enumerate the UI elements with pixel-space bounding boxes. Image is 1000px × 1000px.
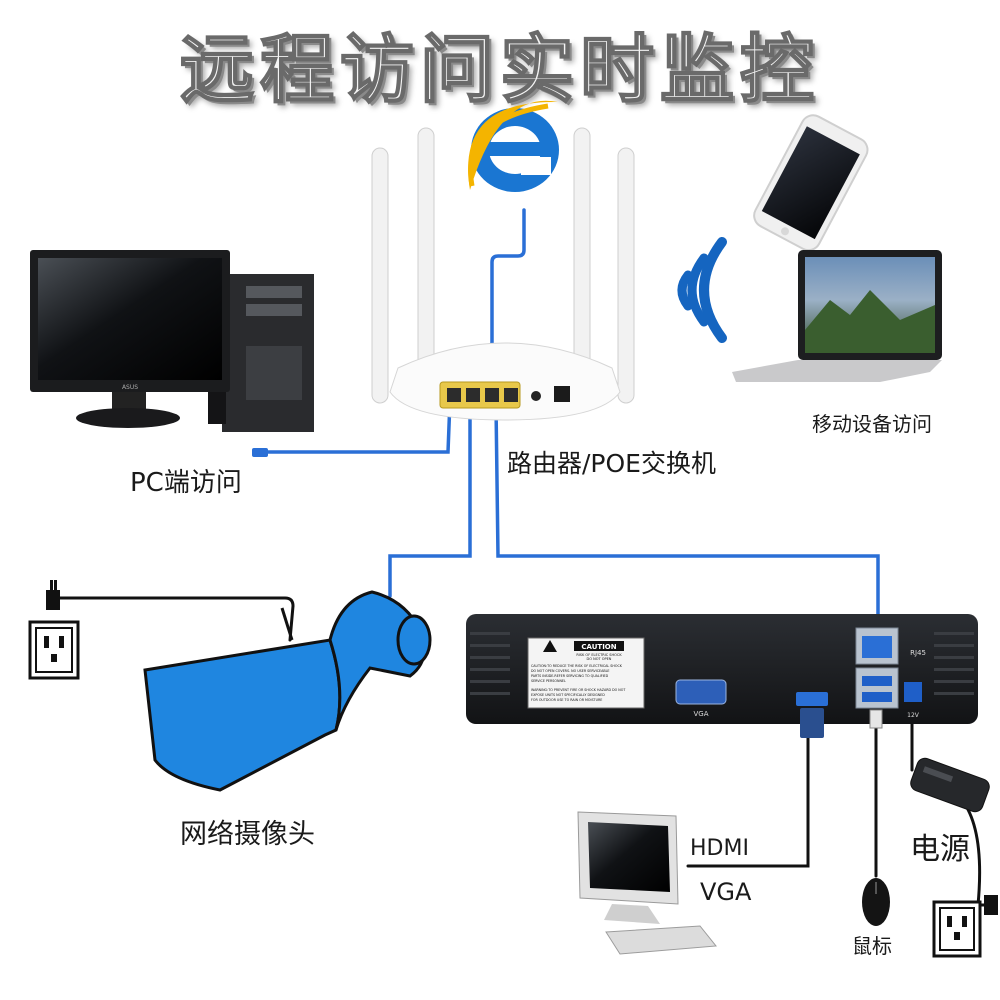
svg-text:CAUTION: CAUTION bbox=[581, 643, 616, 651]
svg-text:CAUTION:TO REDUCE THE RISK OF: CAUTION:TO REDUCE THE RISK OF ELECTRICAL… bbox=[531, 664, 623, 668]
ie-logo-icon bbox=[468, 100, 559, 192]
label-router: 路由器/POE交换机 bbox=[507, 449, 716, 478]
nvr-vga-port bbox=[675, 679, 727, 705]
label-power: 电源 bbox=[910, 832, 970, 867]
mouse-icon bbox=[862, 878, 890, 926]
nvr-dc-port bbox=[904, 682, 922, 702]
svg-text:PARTS INSIDE.REFER SERVICING T: PARTS INSIDE.REFER SERVICING TO QUALIFIE… bbox=[531, 674, 609, 678]
camera-body bbox=[143, 638, 342, 792]
nvr-vga-label: VGA bbox=[693, 710, 708, 718]
svg-text:DO NOT OPEN COVERS. NO USER SE: DO NOT OPEN COVERS. NO USER SERVICEABLE bbox=[531, 669, 610, 673]
cable-pc bbox=[264, 398, 452, 454]
svg-text:FOR OUTDOOR USE TO RAIN OR MOI: FOR OUTDOOR USE TO RAIN OR MOISTURE bbox=[531, 698, 602, 702]
label-mobile-access: 移动设备访问 bbox=[812, 412, 932, 436]
wifi-icon bbox=[677, 237, 727, 343]
power-outlet-nvr bbox=[932, 895, 998, 958]
label-mouse: 鼠标 bbox=[852, 934, 892, 958]
power-adapter bbox=[910, 757, 990, 813]
svg-text:SERVICE PERSONNEL: SERVICE PERSONNEL bbox=[531, 679, 566, 683]
pc-computer: ASUS bbox=[30, 250, 314, 457]
cable-nvr bbox=[494, 403, 880, 622]
cable-internet bbox=[490, 208, 526, 374]
keyboard bbox=[605, 925, 717, 955]
network-camera bbox=[143, 590, 432, 792]
laptop bbox=[732, 250, 942, 382]
monitor-brand: ASUS bbox=[122, 384, 138, 391]
router-antenna-4 bbox=[617, 147, 635, 404]
cable-camera-power bbox=[56, 596, 295, 642]
display-monitor bbox=[577, 811, 717, 955]
nvr-caution-label: CAUTION RISK OF ELECTRIC SHOCK DO NOT OP… bbox=[527, 637, 645, 709]
svg-text:DO NOT OPEN: DO NOT OPEN bbox=[587, 657, 612, 661]
nvr-recorder: CAUTION RISK OF ELECTRIC SHOCK DO NOT OP… bbox=[466, 614, 978, 738]
nvr-rj45-label: RJ45 bbox=[910, 649, 926, 657]
svg-text:EXPOSE UNITS NOT SPECIFICALLY: EXPOSE UNITS NOT SPECIFICALLY DESIGNED bbox=[531, 693, 605, 697]
svg-text:WARNING:TO PREVENT FIRE OR SHO: WARNING:TO PREVENT FIRE OR SHOCK HAZARD … bbox=[531, 688, 626, 692]
cable-vga bbox=[686, 718, 810, 868]
cable-camera bbox=[388, 403, 472, 598]
label-vga: VGA bbox=[700, 878, 752, 906]
smartphone bbox=[753, 114, 869, 252]
label-pc-access: PC端访问 bbox=[130, 468, 242, 498]
svg-text:RISK OF ELECTRIC SHOCK: RISK OF ELECTRIC SHOCK bbox=[576, 653, 622, 657]
router-antenna-1 bbox=[371, 147, 389, 404]
router bbox=[371, 127, 635, 421]
nvr-dc-label: 12V bbox=[907, 712, 920, 719]
page-title: 远程访问实时监控 bbox=[179, 26, 820, 114]
power-outlet-camera bbox=[28, 580, 80, 680]
label-camera: 网络摄像头 bbox=[180, 819, 315, 850]
label-hdmi: HDMI bbox=[690, 836, 749, 861]
nvr-hdmi-connector bbox=[796, 692, 828, 706]
